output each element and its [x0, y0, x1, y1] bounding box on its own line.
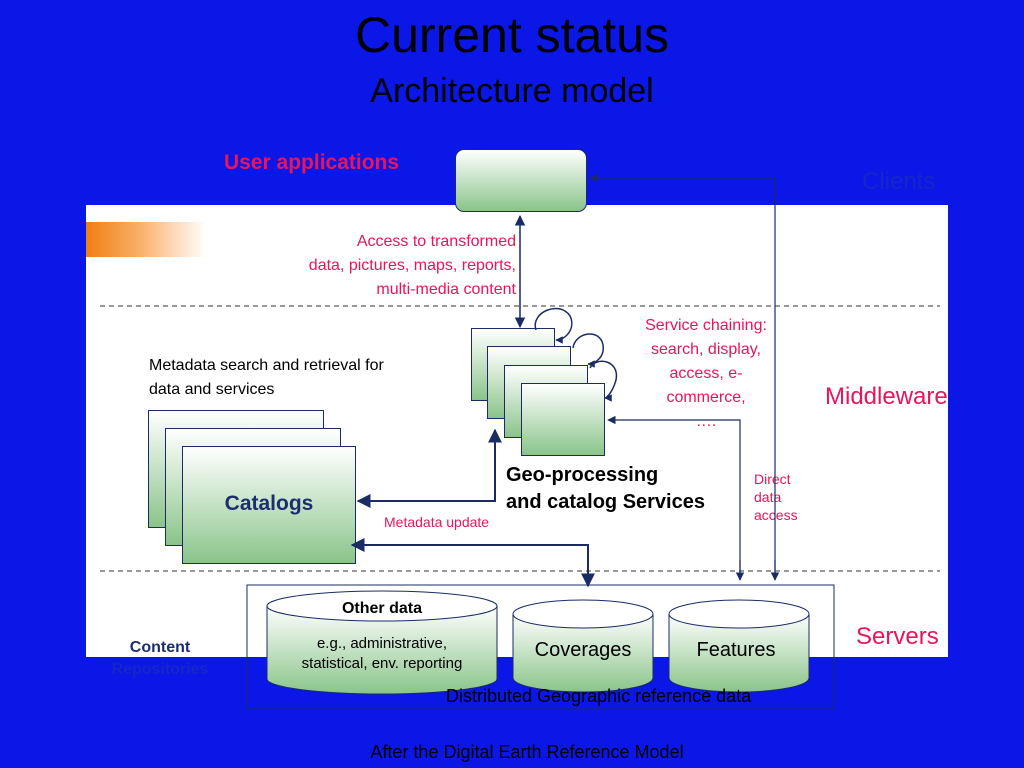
content-repositories-line: Repositories	[111, 661, 209, 678]
access-label: Access to transformed data, pictures, ma…	[230, 230, 516, 302]
orange-accent-bar	[86, 222, 206, 257]
page-subtitle: Architecture model	[370, 72, 654, 110]
direct-access-line: access	[754, 507, 798, 523]
tier-separators	[100, 305, 940, 572]
cylinder-other-data	[266, 590, 498, 695]
tier-label-clients: Clients	[862, 168, 936, 195]
access-label-line: multi-media content	[376, 281, 516, 298]
features-label: Features	[696, 639, 776, 661]
catalog-data-arrow	[350, 538, 595, 588]
geo-processing-label: Geo-processing and catalog Services	[506, 462, 705, 516]
service-chaining-label: Service chaining: search, display, acces…	[620, 314, 792, 434]
catalog-box-3	[182, 446, 356, 564]
metadata-search-line: data and services	[149, 381, 275, 398]
distributed-label: Distributed Geographic reference data	[446, 686, 752, 706]
access-label-line: Access to transformed	[356, 233, 516, 250]
service-box-4	[521, 383, 605, 456]
page-title: Current status	[354, 7, 669, 63]
cylinder-coverages	[512, 599, 654, 693]
access-label-line: data, pictures, maps, reports,	[308, 257, 516, 274]
chaining-loops	[534, 307, 618, 402]
services-features-arrow	[607, 415, 741, 580]
metadata-update-arrow	[356, 428, 502, 508]
service-chaining-line: Service chaining:	[645, 317, 767, 334]
other-data-title: Other data	[341, 600, 422, 617]
other-data-line: e.g., administrative,	[316, 635, 448, 652]
other-data-line: statistical, env. reporting	[301, 655, 463, 672]
user-applications-label: User applications	[224, 151, 400, 174]
service-chaining-line: search, display,	[651, 341, 761, 358]
geo-processing-line: Geo-processing	[506, 464, 659, 486]
other-data-desc: e.g., administrative, statistical, env. …	[267, 634, 497, 674]
content-repositories-label: Content Repositories	[96, 637, 224, 681]
tier-label-servers: Servers	[856, 623, 939, 650]
user-applications-box	[455, 149, 587, 212]
tier-label-middleware: Middleware	[825, 383, 948, 410]
footer-note: After the Digital Earth Reference Model	[370, 742, 684, 762]
metadata-search-line: Metadata search and retrieval for	[149, 357, 384, 374]
metadata-update-label: Metadata update	[384, 514, 490, 530]
geo-processing-line: and catalog Services	[506, 491, 705, 513]
direct-access-line: Direct	[754, 471, 791, 487]
catalogs-label: Catalogs	[224, 492, 314, 515]
service-chaining-line: ….	[695, 413, 717, 430]
service-chaining-line: access, e-	[669, 365, 743, 382]
direct-access-arrow	[589, 173, 776, 580]
coverages-label: Coverages	[534, 639, 632, 661]
cylinder-features	[668, 599, 810, 693]
service-chaining-line: commerce,	[666, 389, 746, 406]
content-repositories-line: Content	[129, 639, 191, 656]
metadata-search-label: Metadata search and retrieval for data a…	[149, 354, 384, 402]
